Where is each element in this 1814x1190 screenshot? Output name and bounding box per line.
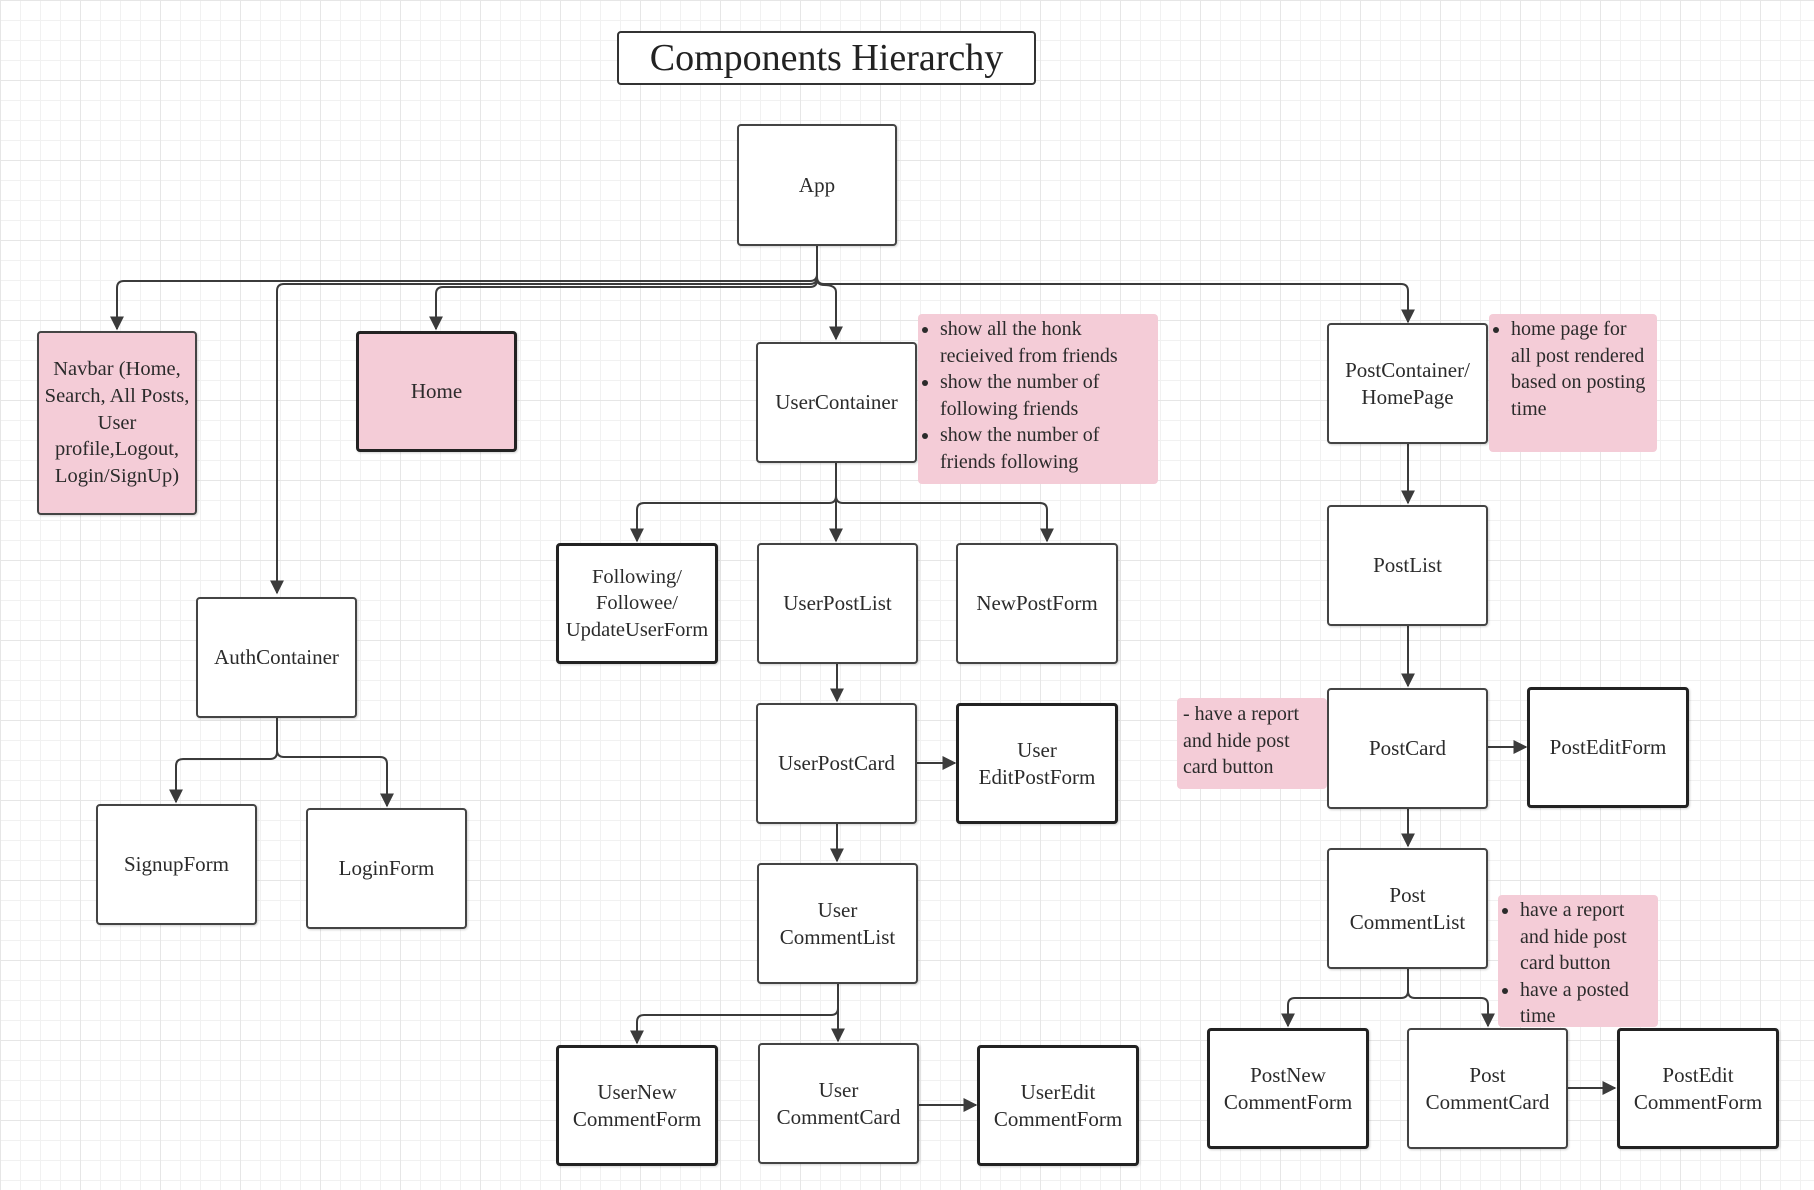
- node-post-edit-form[interactable]: PostEditForm: [1527, 687, 1689, 808]
- edge-app-user-container: [816, 246, 843, 341]
- edge-auth-signup: [169, 718, 278, 804]
- node-user-post-card[interactable]: UserPostCard: [756, 703, 917, 824]
- edge-post-comment-list-card: [1407, 968, 1495, 1028]
- node-app[interactable]: App: [737, 124, 897, 246]
- edge-user-container-following: [630, 463, 837, 543]
- node-user-new-comment-form[interactable]: UserNew CommentForm: [556, 1045, 718, 1166]
- node-post-list[interactable]: PostList: [1327, 505, 1488, 626]
- node-post-card[interactable]: PostCard: [1327, 688, 1488, 809]
- node-following-form[interactable]: Following/ Followee/ UpdateUserForm: [556, 543, 718, 664]
- note-post-card: - have a report and hide post card butto…: [1177, 698, 1327, 789]
- node-login-form[interactable]: LoginForm: [306, 808, 467, 929]
- edge-app-home: [429, 246, 818, 331]
- edge-post-comment-list-new-form: [1281, 968, 1409, 1028]
- node-user-container[interactable]: UserContainer: [756, 342, 917, 463]
- note-item: show the number of following friends: [940, 369, 1150, 422]
- node-auth-container[interactable]: AuthContainer: [196, 597, 357, 718]
- node-new-post-form[interactable]: NewPostForm: [956, 543, 1118, 664]
- edge-user-comment-list-new-form: [630, 983, 839, 1045]
- note-item: show the number of friends following: [940, 422, 1150, 475]
- note-item: have a report and hide post card button: [1520, 897, 1650, 977]
- edge-app-post-container: [816, 246, 1415, 324]
- note-user-container: show all the honk recieived from friends…: [918, 314, 1158, 484]
- diagram-title: Components Hierarchy: [617, 31, 1036, 85]
- node-user-edit-post-form[interactable]: User EditPostForm: [956, 703, 1118, 824]
- node-post-comment-card[interactable]: Post CommentCard: [1407, 1028, 1568, 1149]
- node-post-new-comment-form[interactable]: PostNew CommentForm: [1207, 1028, 1369, 1149]
- node-user-comment-list[interactable]: User CommentList: [757, 863, 918, 984]
- node-post-container[interactable]: PostContainer/ HomePage: [1327, 323, 1488, 444]
- edge-user-container-new-post-form: [835, 463, 1054, 543]
- note-item: home page for all post rendered based on…: [1511, 316, 1649, 422]
- node-signup-form[interactable]: SignupForm: [96, 804, 257, 925]
- note-post-container: home page for all post rendered based on…: [1489, 314, 1657, 452]
- node-user-comment-card[interactable]: User CommentCard: [758, 1043, 919, 1164]
- node-home[interactable]: Home: [356, 331, 517, 452]
- note-post-comment-list: have a report and hide post card button …: [1498, 895, 1658, 1027]
- node-post-comment-list[interactable]: Post CommentList: [1327, 848, 1488, 969]
- node-post-edit-comment-form[interactable]: PostEdit CommentForm: [1617, 1028, 1779, 1149]
- node-user-post-list[interactable]: UserPostList: [757, 543, 918, 664]
- node-user-edit-comment-form[interactable]: UserEdit CommentForm: [977, 1045, 1139, 1166]
- node-navbar[interactable]: Navbar (Home, Search, All Posts, User pr…: [37, 331, 197, 515]
- edge-auth-login: [276, 718, 394, 808]
- note-item: show all the honk recieived from friends: [940, 316, 1150, 369]
- note-item: have a posted time: [1520, 977, 1650, 1030]
